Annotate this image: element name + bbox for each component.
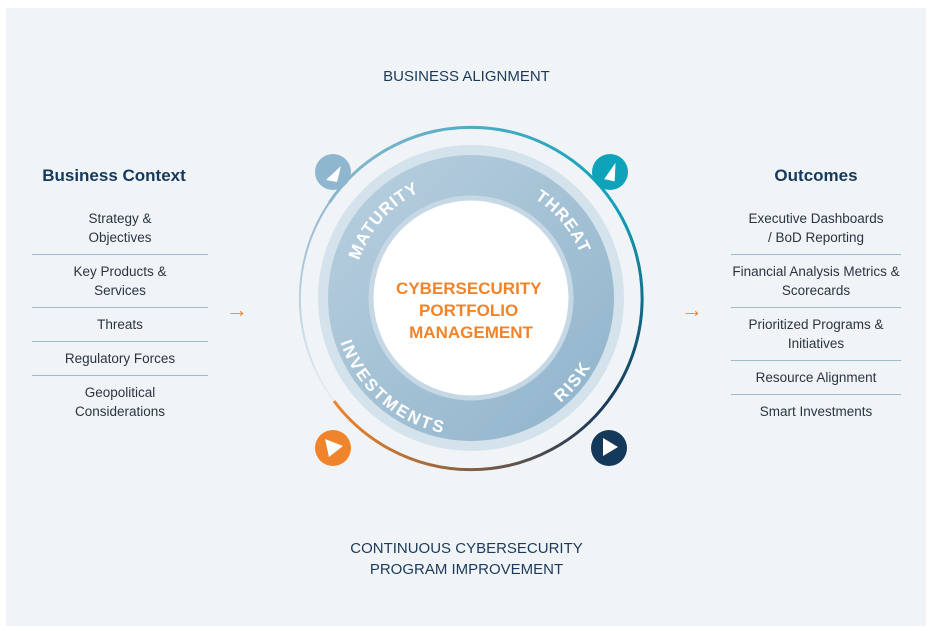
list-item: Resource Alignment [731,361,901,395]
list-item: Geopolitical Considerations [74,385,166,419]
list-item: Threats [32,308,208,342]
outcomes-title: Outcomes [774,166,858,185]
business-context-title: Business Context [42,166,186,185]
right-arrow-icon: → [226,297,248,322]
list-item: Smart Investments [759,404,873,419]
list-item: Prioritized Programs & Initiatives [731,308,901,361]
cycle-arc-bottom [332,400,610,472]
bottom-right-node-icon [591,430,627,466]
center-title: CYBERSECURITY PORTFOLIO MANAGEMENT [396,279,546,342]
right-arrow-icon: → [681,297,703,322]
inner-disc [368,195,574,401]
top-left-node-icon [315,154,351,190]
top-right-node-icon [592,154,628,190]
top-caption: BUSINESS ALIGNMENT [383,68,550,85]
cycle-arc-top [328,125,614,204]
bottom-left-node-icon [315,430,351,466]
list-item: Key Products & Services [32,255,208,308]
cycle-arc-left [298,202,335,402]
outcomes-column: Outcomes Executive Dashboards / BoD Repo… [713,166,919,428]
list-item: Strategy & Objectives [32,202,208,255]
cycle-arc-right [606,201,644,402]
list-item: Executive Dashboards / BoD Reporting [731,202,901,255]
list-item: Financial Analysis Metrics & Scorecards [731,255,901,308]
business-context-column: Business Context Strategy & Objectives K… [20,166,208,428]
bottom-caption: CONTINUOUS CYBERSECURITY PROGRAM IMPROVE… [350,540,583,578]
list-item: Regulatory Forces [32,342,208,376]
